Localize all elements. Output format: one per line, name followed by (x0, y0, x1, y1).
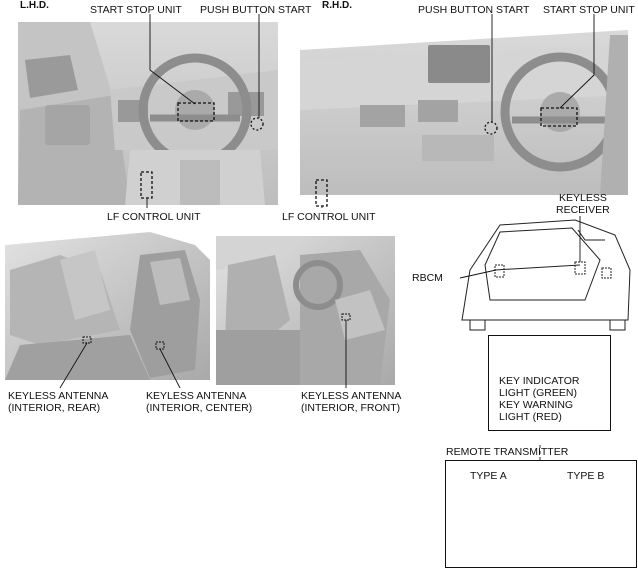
key-indicator-line1: KEY INDICATOR (499, 375, 580, 387)
lhd-dashboard-illustration (18, 22, 278, 205)
rhd-lf-control-unit-label: LF CONTROL UNIT (282, 211, 376, 223)
antenna-rear-label-line2: (INTERIOR, REAR) (8, 402, 101, 414)
remote-transmitter-heading: REMOTE TRANSMITTER (446, 446, 569, 458)
lhd-start-stop-unit-label: START STOP UNIT (90, 4, 182, 16)
key-warning-line1: KEY WARNING (499, 399, 574, 411)
rbcm-label: RBCM (412, 272, 443, 284)
keyless-receiver-label-line2: RECEIVER (556, 204, 610, 216)
antenna-rear-label-line1: KEYLESS ANTENNA (8, 390, 109, 402)
lhd-push-button-start-label: PUSH BUTTON START (200, 4, 312, 16)
remote-type-a-label: TYPE A (470, 470, 507, 482)
rear-cargo-illustration (461, 219, 631, 331)
rhd-dashboard-illustration (300, 30, 628, 207)
antenna-center-label-line1: KEYLESS ANTENNA (146, 390, 247, 402)
rhd-push-button-start-label: PUSH BUTTON START (418, 4, 530, 16)
remote-transmitter-box (445, 460, 637, 568)
antenna-front-label-line2: (INTERIOR, FRONT) (301, 402, 401, 414)
lhd-heading: L.H.D. (20, 0, 49, 11)
interior-front-illustration (216, 236, 395, 385)
key-indicator-box (488, 335, 611, 431)
key-indicator-line2: LIGHT (GREEN) (499, 387, 577, 399)
interior-rear-illustration (5, 232, 210, 380)
key-warning-line2: LIGHT (RED) (499, 411, 562, 423)
remote-type-b-label: TYPE B (567, 470, 605, 482)
keyless-receiver-label-line1: KEYLESS (559, 192, 607, 204)
rhd-heading: R.H.D. (322, 0, 352, 11)
antenna-center-label-line2: (INTERIOR, CENTER) (146, 402, 253, 414)
antenna-front-label-line1: KEYLESS ANTENNA (301, 390, 402, 402)
lhd-lf-control-unit-label: LF CONTROL UNIT (107, 211, 201, 223)
rhd-start-stop-unit-label: START STOP UNIT (543, 4, 635, 16)
